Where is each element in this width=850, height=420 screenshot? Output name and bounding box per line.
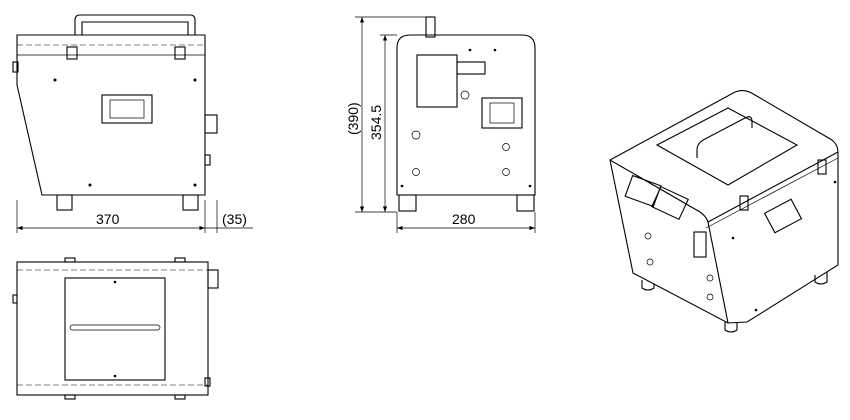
body-height-dimension: 354.5	[368, 105, 384, 140]
isometric-view	[609, 89, 839, 333]
front-view: (390) 354.5 280	[345, 16, 536, 233]
overhang-dimension: (35)	[222, 211, 247, 227]
front-width-dimension: 280	[452, 211, 476, 227]
side-view: 370 (35)	[12, 14, 253, 233]
top-view	[12, 257, 219, 400]
side-width-dimension: 370	[96, 211, 120, 227]
total-height-dimension: (390)	[345, 102, 361, 135]
